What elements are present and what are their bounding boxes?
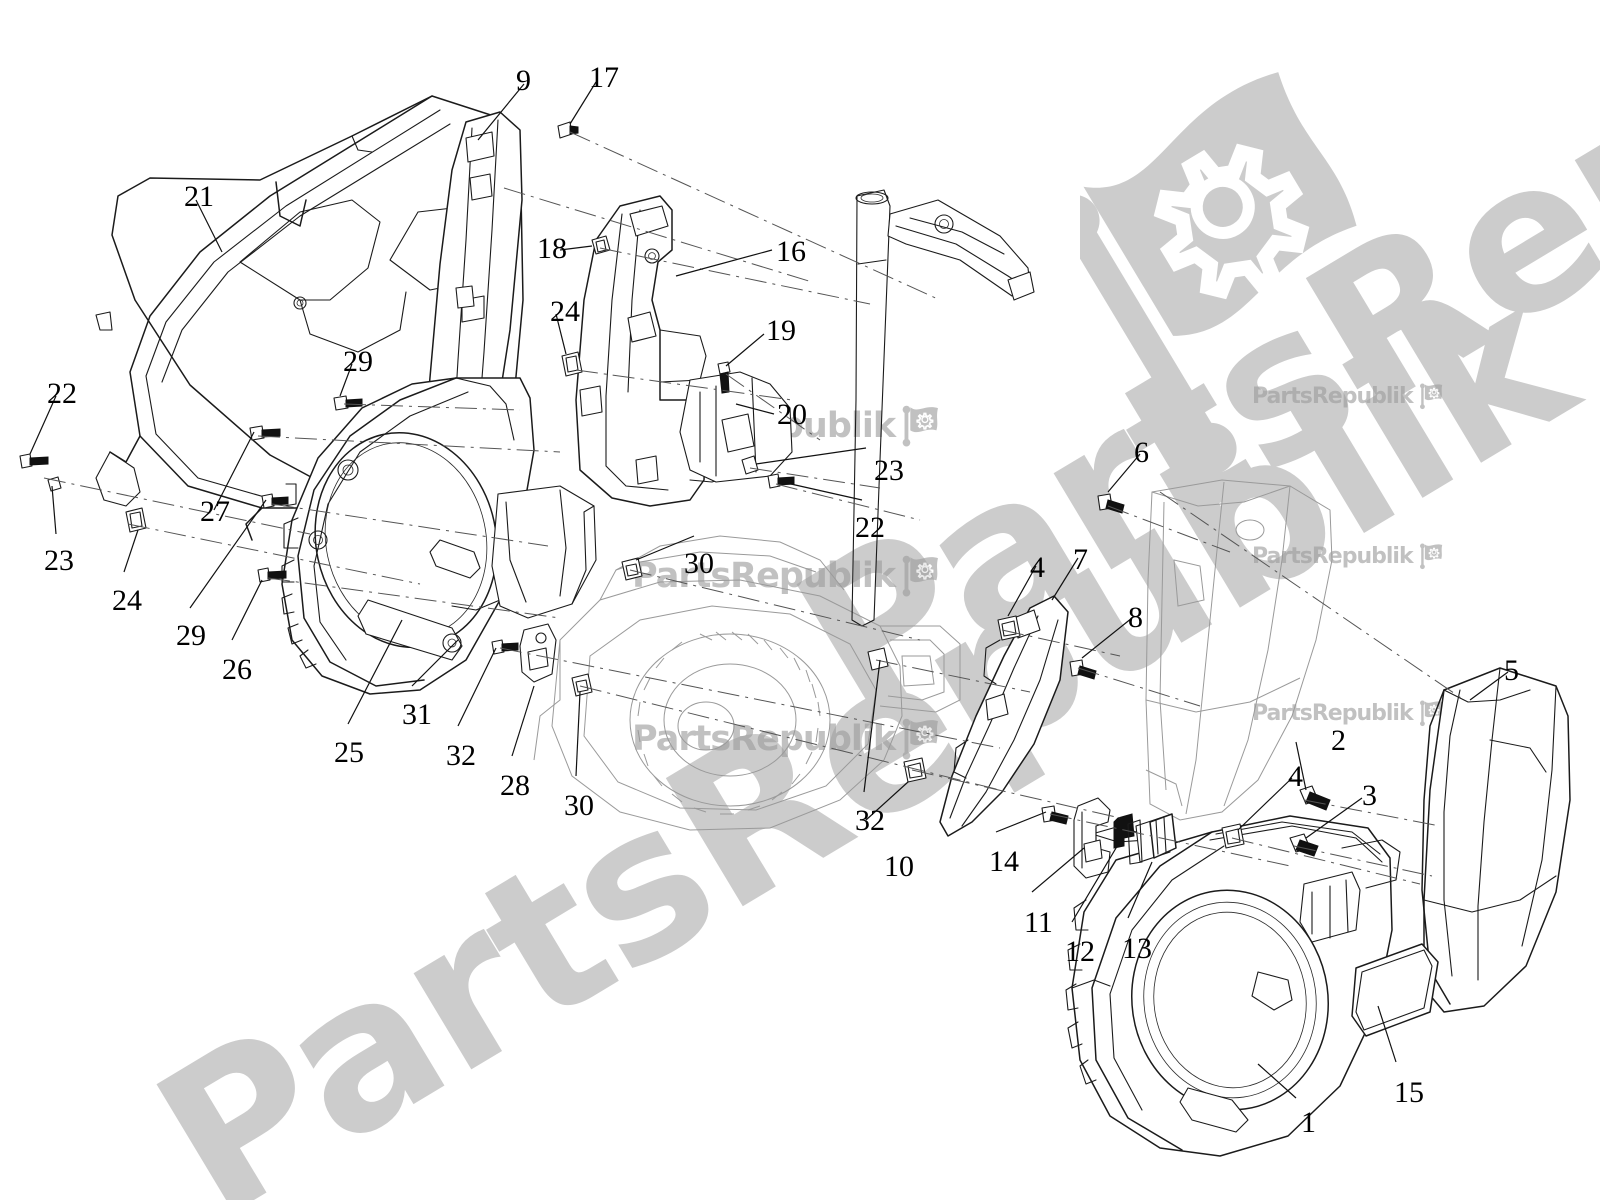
part-5-rear-fairing — [1421, 667, 1571, 1013]
callout-number-2: 2 — [1331, 724, 1346, 757]
callout-number-21: 21 — [184, 180, 214, 213]
part-25-transmission-cover — [281, 377, 535, 695]
leader-lines — [29, 81, 1509, 1099]
callout-number-30: 30 — [684, 547, 714, 580]
callout-number-4: 4 — [1288, 760, 1303, 793]
part-1-main-cover — [1065, 815, 1401, 1157]
chassis-tube — [851, 189, 1035, 627]
callout-number-11: 11 — [1024, 906, 1053, 939]
callout-number-31: 31 — [402, 698, 432, 731]
callout-number-6: 6 — [1134, 436, 1149, 469]
callout-number-7: 7 — [1073, 543, 1088, 576]
callout-number-22: 22 — [47, 377, 77, 410]
callout-number-17: 17 — [589, 61, 619, 94]
callout-number-30: 30 — [564, 789, 594, 822]
part-15-plate — [1351, 943, 1439, 1037]
assembly-axis-lines — [43, 131, 1465, 885]
callout-number-3: 3 — [1362, 779, 1377, 812]
callout-number-29: 29 — [343, 345, 373, 378]
callout-number-26: 26 — [222, 653, 252, 686]
callout-number-16: 16 — [776, 235, 806, 268]
part-5-rear-panel-ghost — [1145, 479, 1333, 821]
callout-number-20: 20 — [777, 398, 807, 431]
callout-number-12: 12 — [1065, 935, 1095, 968]
callout-number-22: 22 — [855, 511, 885, 544]
callout-number-25: 25 — [334, 736, 364, 769]
callout-number-13: 13 — [1122, 932, 1152, 965]
callout-number-32: 32 — [446, 739, 476, 772]
callout-number-18: 18 — [537, 232, 567, 265]
callout-number-24: 24 — [550, 295, 580, 328]
callout-number-4: 4 — [1030, 551, 1045, 584]
callout-number-23: 23 — [44, 544, 74, 577]
callout-number-32: 32 — [855, 804, 885, 837]
callout-number-15: 15 — [1394, 1076, 1424, 1109]
fasteners — [19, 121, 1331, 857]
callout-number-27: 27 — [200, 495, 230, 528]
callout-number-29: 29 — [176, 619, 206, 652]
callout-number-10: 10 — [884, 850, 914, 883]
callout-number-24: 24 — [112, 584, 142, 617]
callout-number-23: 23 — [874, 454, 904, 487]
callout-number-14: 14 — [989, 845, 1019, 878]
callout-number-19: 19 — [766, 314, 796, 347]
callout-number-9: 9 — [516, 64, 531, 97]
callout-number-1: 1 — [1301, 1106, 1316, 1139]
part-7-lower-trim — [939, 595, 1069, 837]
part-31-cover-plate — [491, 485, 597, 619]
callout-number-5: 5 — [1504, 654, 1519, 687]
part-20-housing — [679, 371, 793, 483]
callout-number-8: 8 — [1128, 601, 1143, 634]
small-parts-cluster — [1073, 797, 1177, 879]
callout-number-28: 28 — [500, 769, 530, 802]
engine-assembly-ghost — [533, 535, 961, 831]
